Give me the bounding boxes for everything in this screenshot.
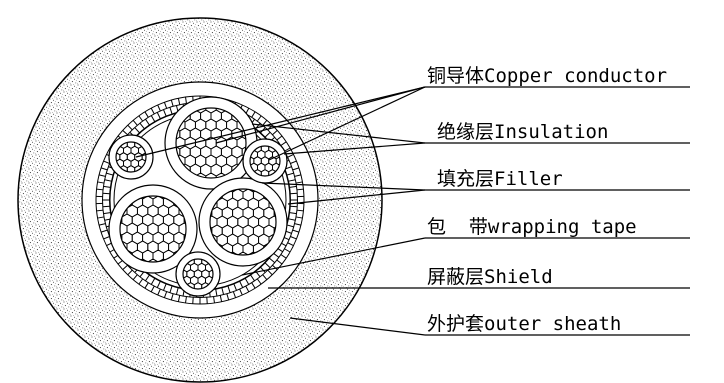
small-core-bottom xyxy=(175,251,221,297)
label-copper-conductor: 铜导体Copper conductor xyxy=(427,65,667,87)
large-core-right xyxy=(198,177,288,267)
large-core-left xyxy=(108,184,198,274)
label-filler: 填充层Filler xyxy=(437,168,563,190)
label-insulation: 绝缘层Insulation xyxy=(437,121,608,143)
small-core-right xyxy=(242,138,288,184)
leader-lines xyxy=(135,86,690,336)
small-core-left xyxy=(108,134,154,180)
label-wrapping-tape: 包 带wrapping tape xyxy=(427,216,637,238)
large-core-top xyxy=(164,96,258,190)
label-shield: 屏蔽层Shield xyxy=(427,266,553,288)
label-outer-sheath: 外护套outer sheath xyxy=(427,313,621,335)
